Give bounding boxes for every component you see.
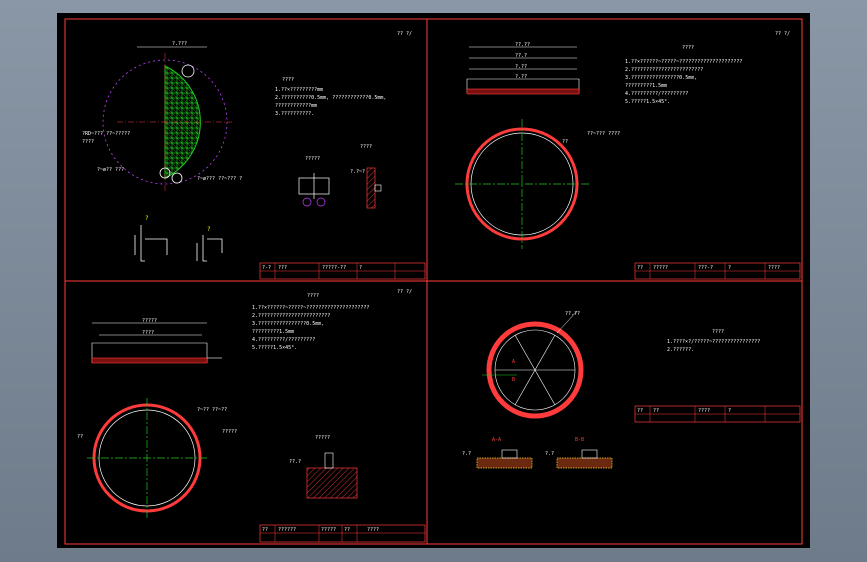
q3-detail-title: ????? <box>315 435 330 441</box>
q3-corner-mark: ?? ?/ <box>397 289 412 295</box>
q3-notes-title: ???? <box>307 293 319 299</box>
q1-dim-left-a: ?RD~??? ??~????? <box>82 131 130 137</box>
q2-dim-1: ??.?? <box>515 42 530 48</box>
cad-drawing-canvas[interactable]: ?? ?/ ?.??? ?RD~??? ??~????? ???? ?~ø?? … <box>57 13 810 548</box>
q1-note-1: 1.??×?????????mm <box>275 87 323 93</box>
q1-hole-bottom <box>159 167 171 179</box>
sheet-q3: ?? ?/ ????? ???? ?~?? ??~?? ????? ?? ???… <box>77 289 426 543</box>
q4-note-1: 1.????×?/?????~???????????????? <box>667 339 760 345</box>
q2-notes-title: ???? <box>682 45 694 51</box>
sheet-q1: ?? ?/ ?.??? ?RD~??? ??~????? ???? ?~ø?? … <box>82 31 426 280</box>
q3-dim-mid: ???? <box>142 330 154 336</box>
q4-section-b <box>556 449 613 469</box>
q2-title-block: ?? ????? ???-? ? ???? <box>634 262 801 280</box>
q1-detail-b-note: ?.?~? <box>350 169 365 175</box>
q3-note-4: ?????????1.5mm <box>252 329 294 335</box>
q1-detail-b-title: ???? <box>360 144 372 150</box>
q1-section-views <box>134 225 223 262</box>
q3-tb-3: ????? <box>321 527 336 533</box>
q3-tb-1: ?? <box>262 527 268 533</box>
q2-callout-left: ?? <box>562 139 568 145</box>
q3-tb-5: ???? <box>367 527 379 533</box>
q3-callout-a: ?~?? ??~?? <box>197 407 227 413</box>
q2-dim-4: ?.?? <box>515 74 527 80</box>
q1-tb-1: ?-? <box>262 265 271 271</box>
q1-title-block: ?-? ??? ?????-?? ? <box>259 262 426 280</box>
q1-section-a: ? <box>145 215 149 222</box>
q2-note-1: 1.??×??????~?????~????????????????????? <box>625 59 742 65</box>
q2-note-5: 4.?????????/????????? <box>625 91 688 97</box>
q1-tb-4: ? <box>359 265 362 271</box>
q2-dim-3: ?.?? <box>515 64 527 70</box>
q3-tb-2: ?????? <box>278 527 296 533</box>
q4-title-block: ?? ?? ???? ? <box>634 405 801 423</box>
q3-note-2: 2.???????????????????????? <box>252 313 330 319</box>
q3-note-3: 3.????????????????0.5mm, <box>252 321 324 327</box>
q1-detail-a-title: ????? <box>305 156 320 162</box>
q3-callout-c: ?? <box>77 434 83 440</box>
q4-notes-title: ???? <box>712 329 724 335</box>
q4-section-b-title: B-B <box>575 437 584 443</box>
q2-tb-3: ???-? <box>698 265 713 271</box>
q4-note-2: 2.??????. <box>667 347 694 353</box>
q2-note-6: 5.?????1.5×45°. <box>625 99 670 105</box>
q2-corner-mark: ?? ?/ <box>775 31 790 37</box>
drawing-svg: ?? ?/ ?.??? ?RD~??? ??~????? ???? ?~ø?? … <box>64 18 803 545</box>
q3-tb-4: ?? <box>344 527 350 533</box>
q3-dim-top: ????? <box>142 318 157 324</box>
q1-callout-a: ?~ø?? ??? <box>97 167 124 173</box>
q1-note-3: ????????????mm <box>275 103 317 109</box>
q1-corner-mark: ?? ?/ <box>397 31 412 37</box>
q4-tb-4: ? <box>728 408 731 414</box>
q1-notes-title: ???? <box>282 77 294 83</box>
q2-tb-2: ????? <box>653 265 668 271</box>
sheet-q2: ?? ?/ ??.?? ??.? ?.?? ?.?? ??~??? ???? ?… <box>455 31 801 280</box>
q3-note-5: 4.?????????/????????? <box>252 337 315 343</box>
q3-title-block: ?? ?????? ????? ?? ???? <box>259 524 426 543</box>
q1-tb-2: ??? <box>278 265 287 271</box>
q2-note-2: 2.???????????????????????? <box>625 67 703 73</box>
q4-spokes <box>495 334 575 406</box>
q4-dim-diag: ??.?? <box>565 311 580 317</box>
sheet-frames <box>64 18 803 545</box>
q1-detail-a <box>298 173 330 207</box>
q4-section-a <box>476 449 533 469</box>
q4-label-b: B <box>512 377 515 383</box>
q3-callout-b: ????? <box>222 429 237 435</box>
q4-label-a: A <box>512 359 515 365</box>
q4-tb-2: ?? <box>653 408 659 414</box>
q4-section-b-note: ?.? <box>545 451 554 457</box>
q2-note-4: ?????????1.5mm <box>625 83 667 89</box>
q4-section-a-title: A-A <box>492 437 501 443</box>
q2-tb-1: ?? <box>637 265 643 271</box>
q1-perforated-plate <box>164 65 201 179</box>
q4-section-a-note: ?.? <box>462 451 471 457</box>
q1-dim-left-b: ???? <box>82 139 94 145</box>
q1-note-4: 3.??????????. <box>275 111 314 117</box>
q2-callout-top: ??~??? ???? <box>587 131 620 137</box>
q3-detail-note: ??.? <box>289 459 301 465</box>
q1-section-b: ? <box>207 226 211 233</box>
q1-hole-top <box>181 64 195 78</box>
q1-dim-top: ?.??? <box>172 41 187 47</box>
q2-tb-5: ???? <box>768 265 780 271</box>
q3-side-view <box>91 322 222 364</box>
q4-ring-outer <box>486 321 584 419</box>
q3-note-1: 1.??×??????~?????~????????????????????? <box>252 305 369 311</box>
q2-note-3: 3.????????????????0.5mm, <box>625 75 697 81</box>
q2-tb-4: ? <box>728 265 731 271</box>
q1-detail-b <box>366 167 382 209</box>
q1-callout-b: ?~ø??? ??~??? ? <box>197 176 242 182</box>
sheet-q4: ??.?? A B ???? 1.????×?/?????~??????????… <box>462 310 801 469</box>
q3-detail <box>306 452 358 499</box>
q1-note-2: 2.??????????0.5mm, ????????????0.5mm, <box>275 95 386 101</box>
q4-tb-3: ???? <box>698 408 710 414</box>
q4-tb-1: ?? <box>637 408 643 414</box>
q2-dim-2: ??.? <box>515 53 527 59</box>
q2-side-view <box>466 46 580 95</box>
q3-note-6: 5.?????1.5×45°. <box>252 345 297 351</box>
q1-tb-3: ?????-?? <box>322 265 346 271</box>
